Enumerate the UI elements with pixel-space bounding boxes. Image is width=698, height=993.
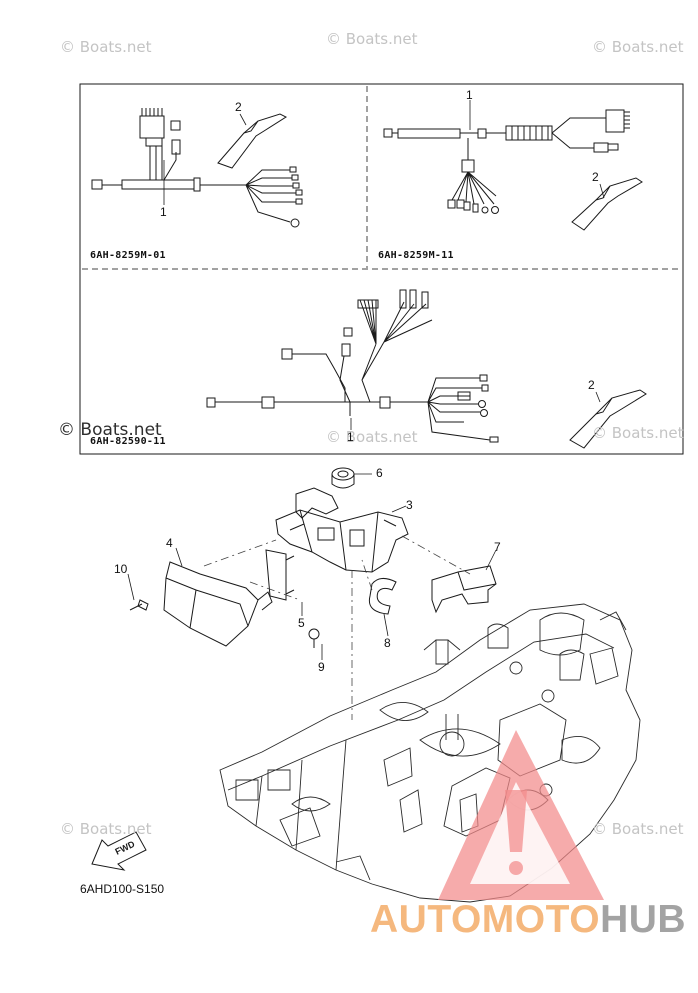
wire-harness-kit2 <box>383 109 643 231</box>
watermark-text: © Boats.net <box>592 820 684 838</box>
engine-block <box>219 603 641 903</box>
fwd-arrow-icon <box>91 831 147 871</box>
plate-part <box>265 549 295 601</box>
callout-4: 4 <box>166 536 173 550</box>
callout-7: 7 <box>494 540 501 554</box>
callout-3: 3 <box>406 498 413 512</box>
kit-box-outline <box>79 83 684 455</box>
cover-part <box>163 561 273 647</box>
callout-9: 9 <box>318 660 325 674</box>
callout-1: 1 <box>466 88 473 102</box>
kit-code: 6AH-8259M-01 <box>90 250 166 261</box>
bracket-assembly <box>275 487 409 573</box>
callout-8: 8 <box>384 636 391 650</box>
warning-triangle-logo <box>438 730 604 900</box>
wire-harness-kit1 <box>91 108 303 228</box>
brand-watermark: AUTOMOTOHUB <box>370 898 686 942</box>
kit-code: 6AH-82590-11 <box>90 436 166 447</box>
clamp-part <box>368 578 397 615</box>
callout-10: 10 <box>114 562 128 576</box>
grommet-part <box>331 467 355 489</box>
watermark-text: © Boats.net <box>326 428 418 446</box>
watermark-text: © Boats.net <box>58 420 162 440</box>
callout-5: 5 <box>298 616 305 630</box>
kit-code: 6AH-8259M-11 <box>378 250 454 261</box>
assembly-dashed-lines <box>203 535 471 720</box>
watermark-text: © Boats.net <box>326 30 418 48</box>
cover-plate-part <box>431 565 497 614</box>
watermark-text: © Boats.net <box>592 424 684 442</box>
callout-2: 2 <box>235 100 242 114</box>
brand-part2: HUB <box>600 898 687 941</box>
callout-2: 2 <box>588 378 595 392</box>
callout-1: 1 <box>160 205 167 219</box>
watermark-text: © Boats.net <box>60 38 152 56</box>
wire-harness-kit3 <box>206 289 647 449</box>
watermark-text: © Boats.net <box>60 820 152 838</box>
diagram-code: 6AHD100-S150 <box>80 882 165 896</box>
callout-1: 1 <box>347 430 354 444</box>
leader-lines <box>127 100 605 660</box>
bolt-part <box>129 599 320 648</box>
callout-6: 6 <box>376 466 383 480</box>
brand-part1: AUTOMOTO <box>370 898 601 941</box>
callout-2: 2 <box>592 170 599 184</box>
watermark-text: © Boats.net <box>592 38 684 56</box>
